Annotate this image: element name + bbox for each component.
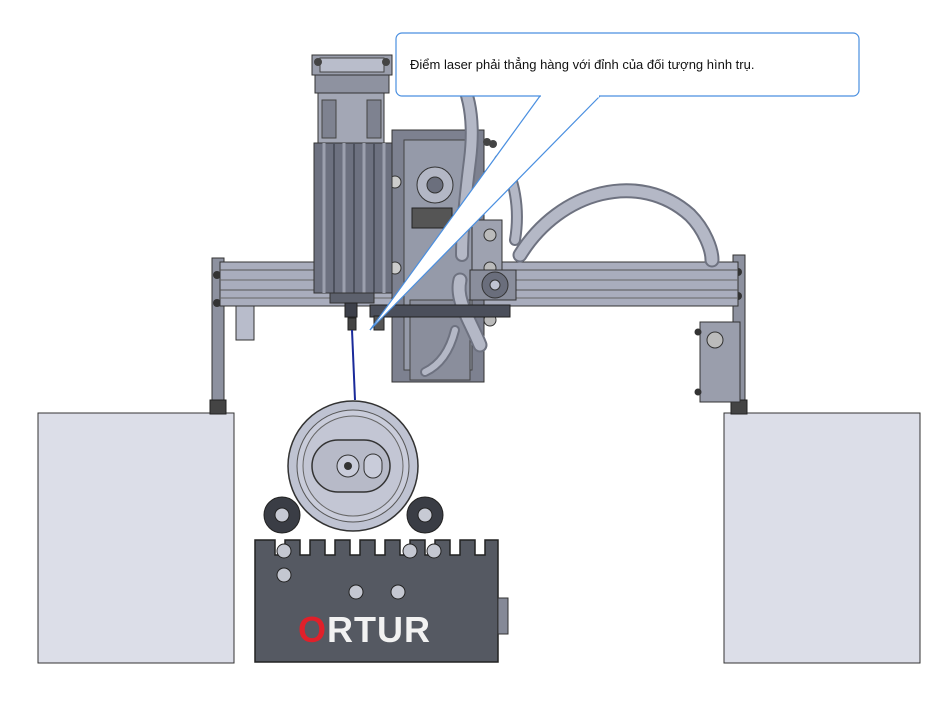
brand-logo: ORTUR xyxy=(298,609,431,650)
screw-icon xyxy=(276,567,292,583)
right-support-block xyxy=(723,412,921,664)
callout xyxy=(369,32,860,331)
laser-beam xyxy=(351,329,356,401)
cylinder-object-icon xyxy=(287,400,419,532)
screw-icon xyxy=(276,543,292,559)
laser-module-icon xyxy=(311,54,393,331)
brand-logo-rest: RTUR xyxy=(327,609,431,650)
screw-icon xyxy=(402,543,418,559)
callout-box xyxy=(395,32,860,97)
screw-icon xyxy=(348,584,364,600)
screw-icon xyxy=(390,584,406,600)
left-support-block xyxy=(37,412,235,664)
brand-logo-first-letter: O xyxy=(298,609,327,650)
callout-text: Điểm laser phải thẳng hàng với đỉnh của … xyxy=(410,57,755,72)
belt-pulley xyxy=(369,269,517,318)
rotary-base-icon: ORTUR xyxy=(254,496,509,663)
screw-icon xyxy=(426,543,442,559)
